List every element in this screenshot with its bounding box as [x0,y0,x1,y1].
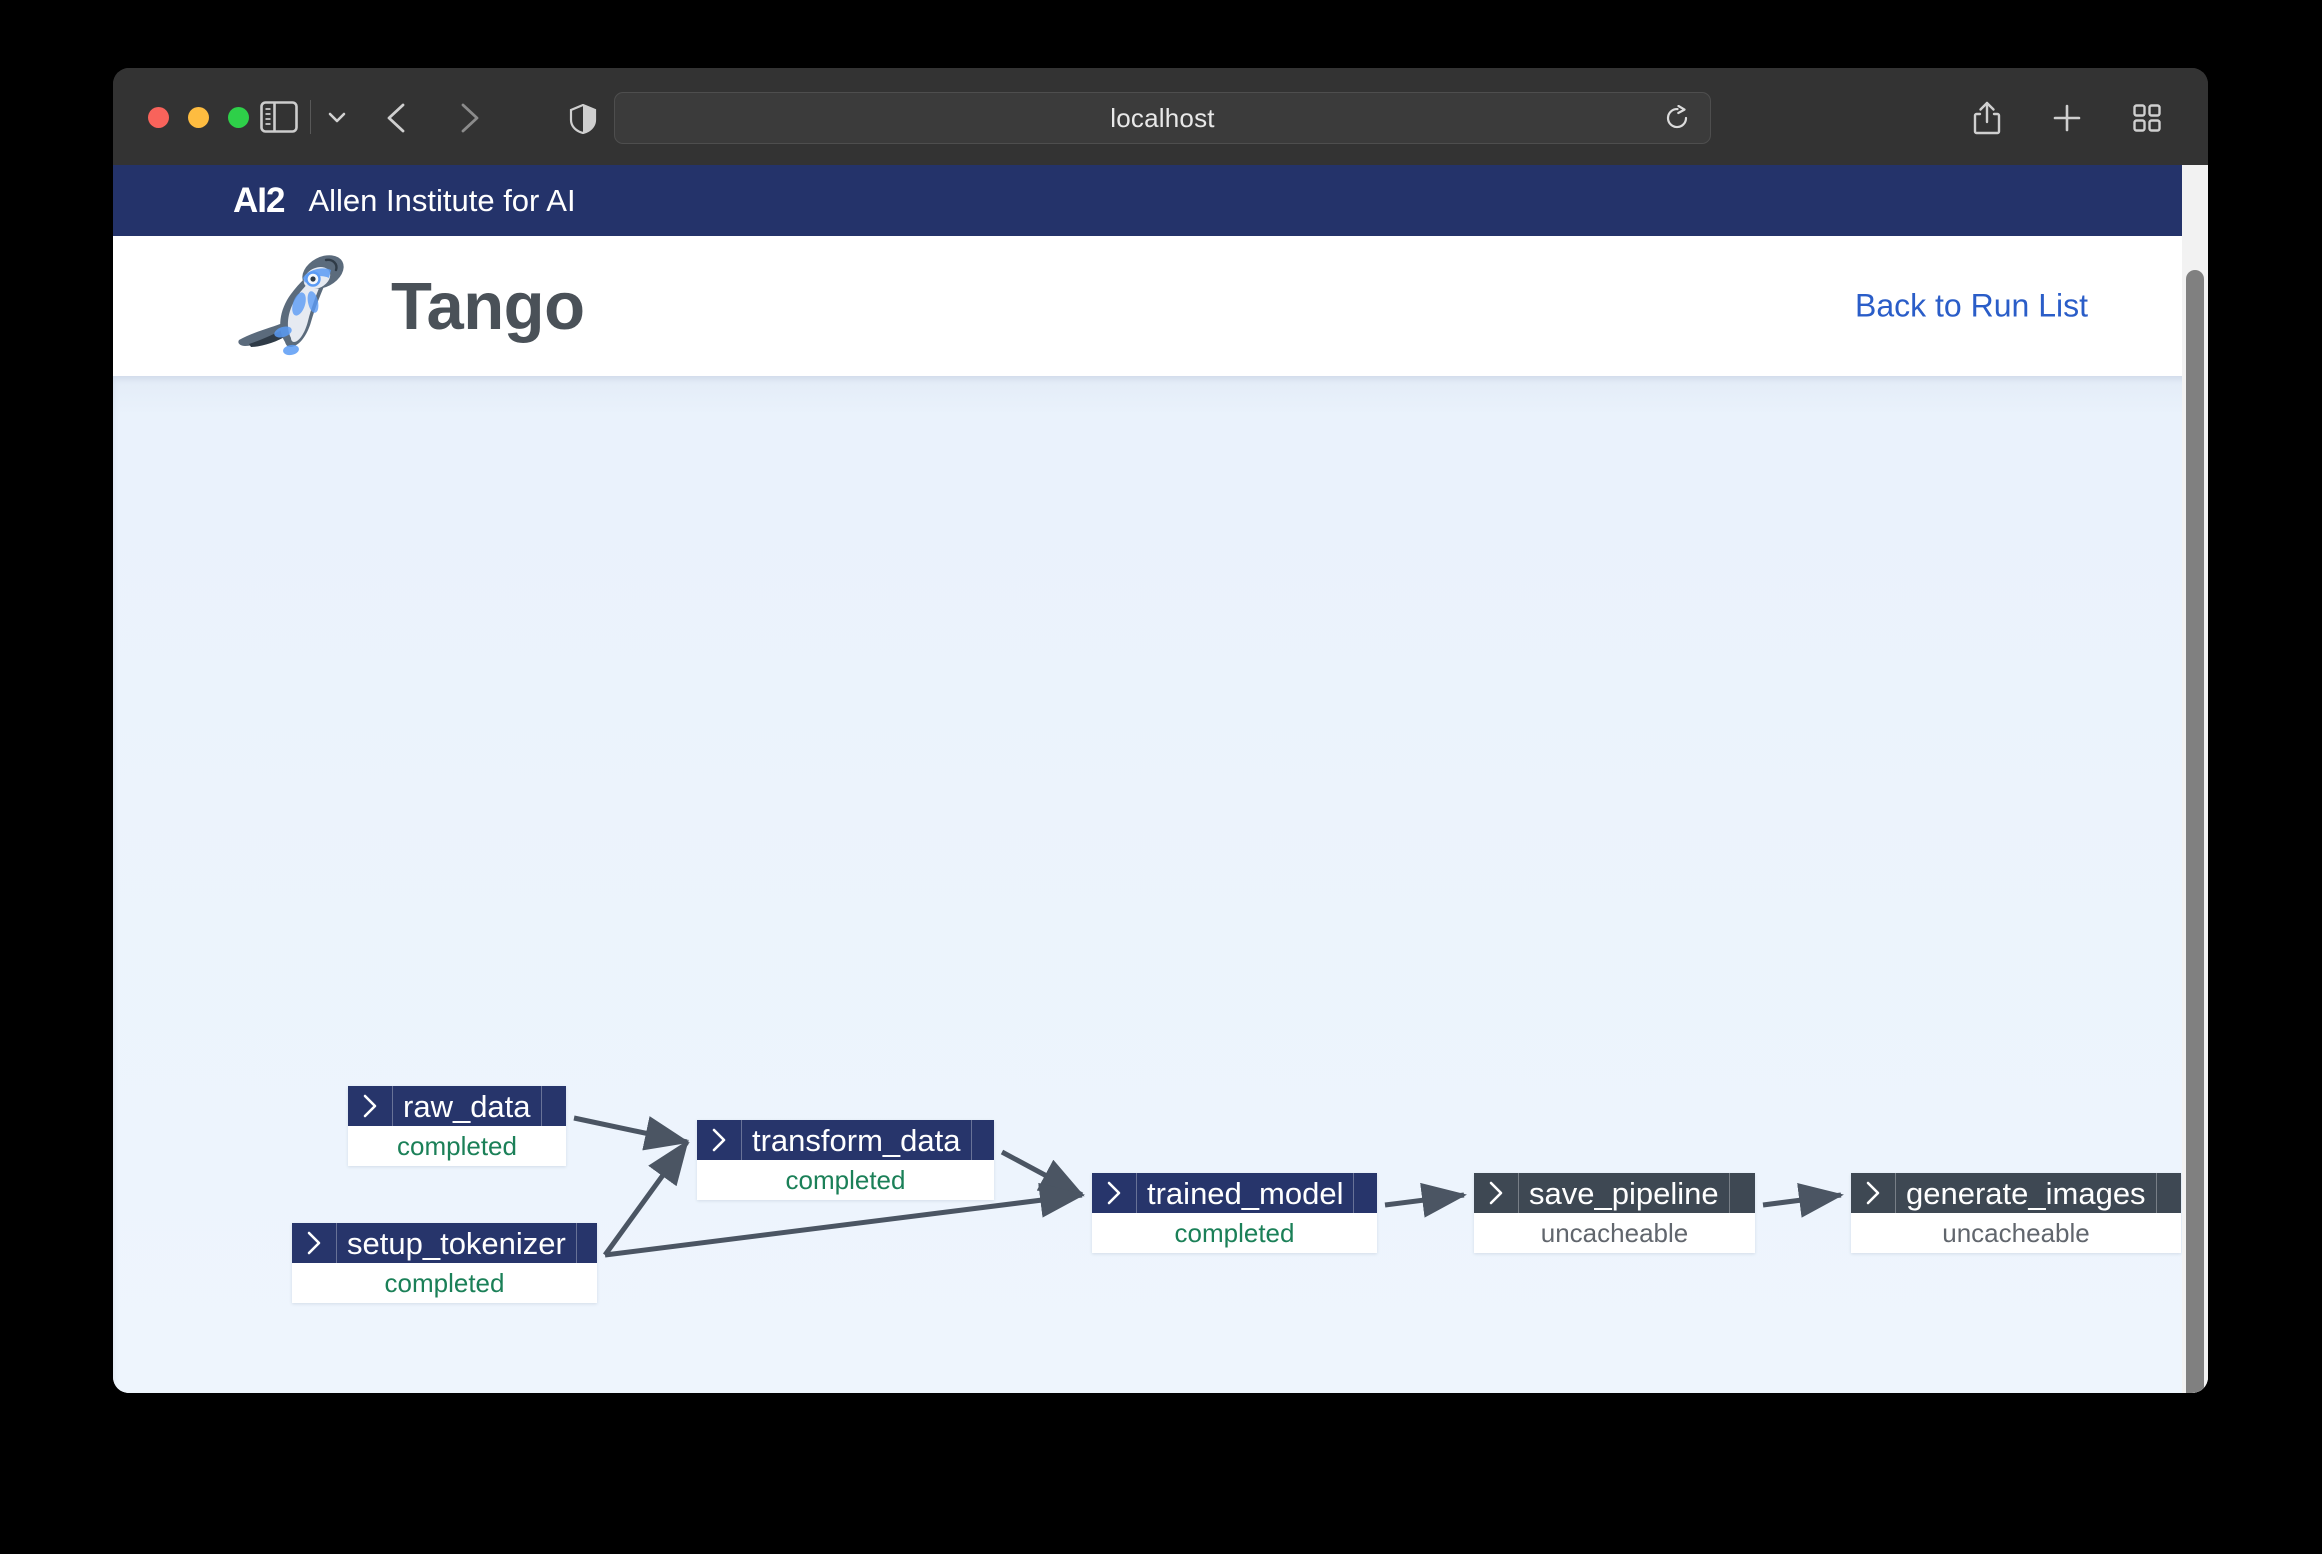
graph-node-status: completed [697,1160,994,1200]
page-title: Tango [391,268,585,344]
plus-icon[interactable] [2050,101,2084,135]
graph-node-header-spacer [972,1120,995,1160]
graph-node-header[interactable]: setup_tokenizer [292,1223,597,1263]
forward-chevron-icon[interactable] [451,102,485,134]
chevron-right-icon[interactable] [1474,1173,1519,1213]
graph-node-label: raw_data [393,1086,542,1126]
graph-node-status: completed [1092,1213,1377,1253]
ai2-logo[interactable]: AI2 [233,180,285,221]
back-to-run-list-link[interactable]: Back to Run List [1855,287,2088,324]
app-header: Tango Back to Run List [113,236,2208,376]
graph-node-header[interactable]: generate_images [1851,1173,2181,1213]
vertical-scrollbar-thumb[interactable] [2186,270,2204,1393]
chevron-right-icon[interactable] [697,1120,742,1160]
graph-edge-save_pipeline-to-generate_images [1762,1182,1844,1218]
graph-edge-raw_data-to-transform_data [573,1115,690,1151]
graph-node-header-spacer [542,1086,566,1126]
graph-node-header-spacer [1354,1173,1377,1213]
graph-node-status: uncacheable [1851,1213,2181,1253]
graph-edge-transform_data-to-trained_model [1000,1149,1085,1198]
chevron-right-icon[interactable] [292,1223,337,1263]
address-bar[interactable]: localhost [614,92,1711,144]
browser-window: localhost [113,68,2208,1393]
vertical-scrollbar-track[interactable] [2182,165,2208,1393]
share-icon[interactable] [1970,101,2004,135]
otter-logo [233,246,353,366]
back-chevron-icon[interactable] [381,102,415,134]
graph-node-label: trained_model [1137,1173,1355,1213]
graph-edge-setup_tokenizer-to-trained_model [604,1182,1085,1258]
url-text: localhost [1110,102,1215,133]
graph-node-label: generate_images [1896,1173,2157,1213]
ai2-institute-name: Allen Institute for AI [308,182,576,218]
close-button[interactable] [148,107,169,128]
graph-node-status: uncacheable [1474,1213,1755,1253]
browser-titlebar: localhost [113,68,2208,165]
zoom-button[interactable] [228,107,249,128]
graph-node-header-spacer [1730,1173,1755,1213]
ai2-banner: AI2 Allen Institute for AI [113,165,2208,236]
sidebar-toggle-icon[interactable] [260,101,298,133]
chevron-right-icon[interactable] [1851,1173,1896,1213]
graph-node-label: setup_tokenizer [337,1223,577,1263]
graph-node-header[interactable]: raw_data [348,1086,566,1126]
graph-node-status: completed [348,1126,566,1166]
shield-icon[interactable] [569,103,597,135]
graph-node-label: transform_data [742,1120,972,1160]
chevron-right-icon[interactable] [348,1086,393,1126]
graph-node-header-spacer [2157,1173,2181,1213]
minimize-button[interactable] [188,107,209,128]
graph-node-header[interactable]: transform_data [697,1120,994,1160]
toolbar-right-group [1970,101,2164,135]
chevron-down-icon[interactable] [327,110,347,124]
toolbar-divider [310,100,311,134]
grid-icon[interactable] [2130,101,2164,135]
graph-node-header-spacer [577,1223,597,1263]
window-controls [148,107,249,128]
graph-node-header[interactable]: trained_model [1092,1173,1377,1213]
reload-icon[interactable] [1664,104,1690,131]
page-viewport: AI2 Allen Institute for AI [113,165,2208,1393]
graph-node-header[interactable]: save_pipeline [1474,1173,1755,1213]
graph-edge-trained_model-to-save_pipeline [1384,1182,1467,1218]
graph-node-label: save_pipeline [1519,1173,1730,1213]
ai2-logo-text: AI2 [233,180,285,220]
chevron-right-icon[interactable] [1092,1173,1137,1213]
graph-edge-setup_tokenizer-to-transform_data [602,1139,690,1257]
graph-node-status: completed [292,1263,597,1303]
